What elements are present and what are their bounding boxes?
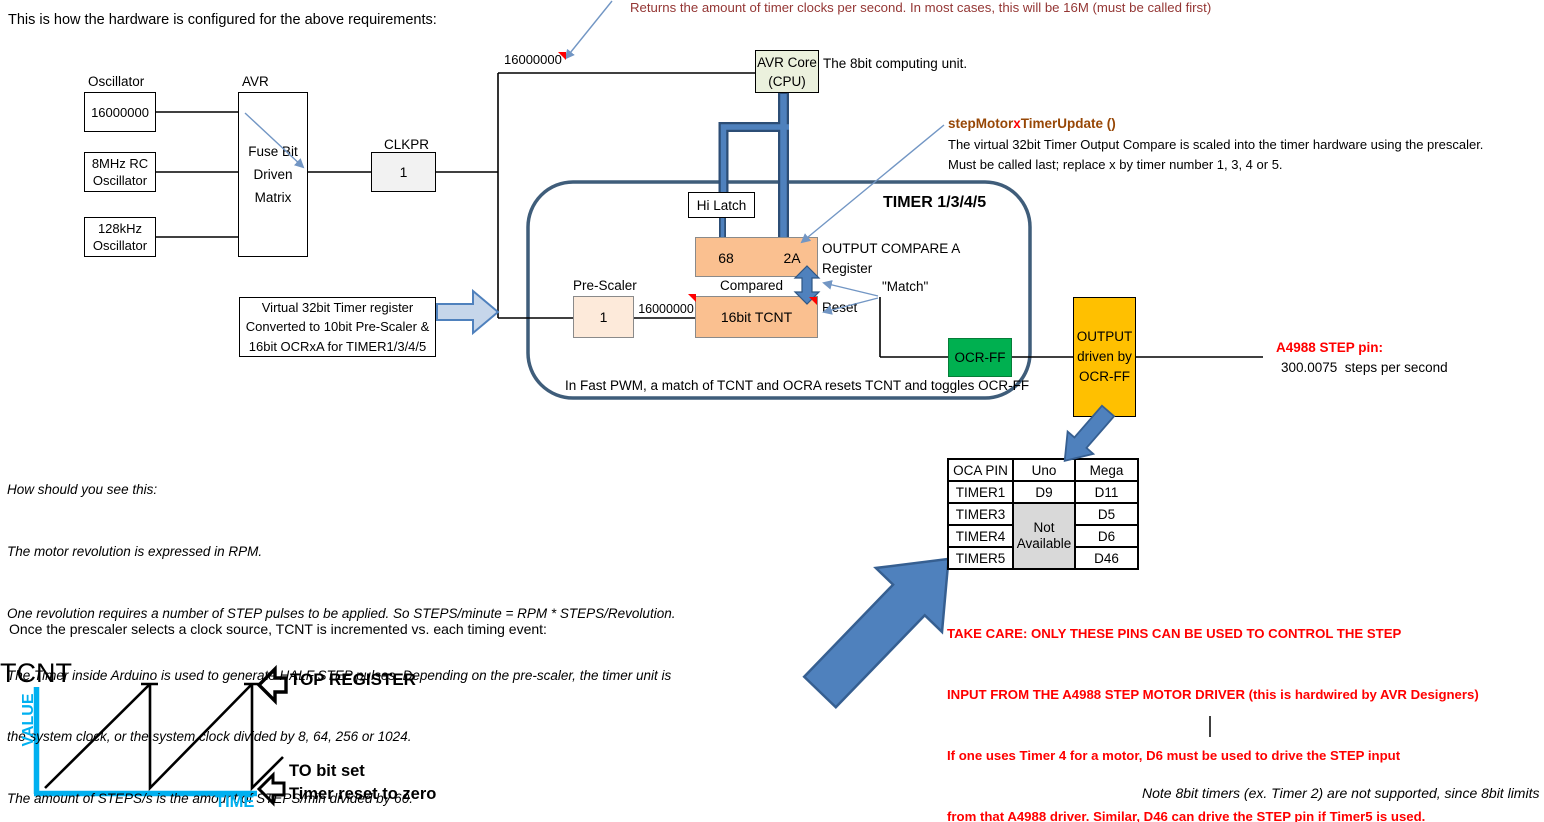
footer-note: Note 8bit timers (ex. Timer 2) are not s…: [1142, 785, 1540, 801]
virtual-register-box: Virtual 32bit Timer register Converted t…: [239, 297, 436, 357]
oscillator-8mhz-box: 8MHz RC Oscillator: [84, 152, 156, 192]
explanation-notes: How should you see this: The motor revol…: [7, 482, 676, 807]
intro-text: This is how the hardware is configured f…: [8, 12, 437, 28]
to-bit-set-label: TO bit set: [289, 762, 365, 780]
oscillator-16mhz-value: 16000000: [91, 104, 149, 120]
step-update-line1: The virtual 32bit Timer Output Compare i…: [948, 137, 1484, 152]
oscillator-column-label: Oscillator: [88, 74, 145, 89]
timer-reset-label: Timer reset to zero: [289, 785, 437, 803]
ocr-high-byte: 2A: [783, 250, 801, 266]
table-header-row: OCA PIN Uno Mega: [947, 458, 1139, 482]
top-register-label: TOP REGISTER: [290, 670, 416, 689]
table-row: TIMER4 D6: [947, 524, 1139, 548]
step-update-heading: stepMotorxTimerUpdate (): [948, 116, 1116, 131]
timer-title: TIMER 1/3/4/5: [883, 194, 987, 211]
cpu-note: The 8bit computing unit.: [823, 56, 968, 71]
chart-x-axis-label: TIME: [215, 793, 255, 811]
prescaler-box: 1: [573, 296, 634, 338]
output-driver-box: OUTPUT driven by OCR-FF: [1073, 297, 1136, 417]
clkpr-box: 1: [371, 152, 436, 192]
table-row: TIMER3 Not Available D5: [947, 502, 1139, 570]
fast-pwm-note: In Fast PWM, a match of TCNT and OCRA re…: [565, 378, 1030, 393]
ocr-caption-line2: Register: [822, 261, 873, 276]
a4988-label: A4988 STEP pin:: [1276, 340, 1384, 355]
a4988-value: 300.0075 steps per second: [1281, 360, 1448, 375]
returns-note: Returns the amount of timer clocks per s…: [630, 0, 1212, 15]
clock-top-label: 16000000: [504, 52, 562, 67]
reset-label: Reset: [822, 300, 858, 315]
match-label: "Match": [882, 279, 929, 294]
tcnt-box: 16bit TCNT: [695, 296, 818, 338]
step-update-x: x: [1013, 116, 1021, 131]
clock-mid-label: 16000000: [638, 302, 694, 316]
ocr-low-byte: 68: [718, 250, 734, 266]
avr-core-box: AVR Core (CPU): [755, 50, 819, 93]
step-update-line2: Must be called last; replace x by timer …: [948, 157, 1283, 172]
fuse-bit-matrix-box: Fuse Bit Driven Matrix: [238, 92, 308, 257]
warning-block: TAKE CARE: ONLY THESE PINS CAN BE USED T…: [947, 625, 1479, 822]
table-row: TIMER1 D9 D11: [947, 480, 1139, 504]
prescaler-intro-line: Once the prescaler selects a clock sourc…: [9, 621, 547, 637]
ocr-ff-box: OCR-FF: [948, 338, 1012, 377]
prescaler-label: Pre-Scaler: [573, 278, 637, 293]
chart-y-axis-label: VALUE: [20, 693, 37, 747]
chart-title: TCNT: [0, 658, 72, 688]
oca-pin-table: OCA PIN Uno Mega TIMER1 D9 D11 TIMER3 No…: [947, 458, 1139, 570]
oscillator-128khz-box: 128kHz Oscillator: [84, 217, 156, 257]
oscillator-16mhz-box: 16000000: [84, 92, 156, 132]
clkpr-label: CLKPR: [384, 137, 430, 152]
not-available-cell: Not Available: [1012, 502, 1076, 570]
ocr-caption-line1: OUTPUT COMPARE A: [822, 241, 961, 256]
output-compare-register-box: 68 2A: [695, 237, 818, 277]
virtual-to-timer-arrow: [436, 288, 500, 336]
avr-column-label: AVR: [242, 74, 269, 89]
compared-label: Compared: [720, 278, 784, 293]
table-row: TIMER5 D46: [947, 546, 1139, 570]
hi-latch-box: Hi Latch: [688, 192, 755, 218]
